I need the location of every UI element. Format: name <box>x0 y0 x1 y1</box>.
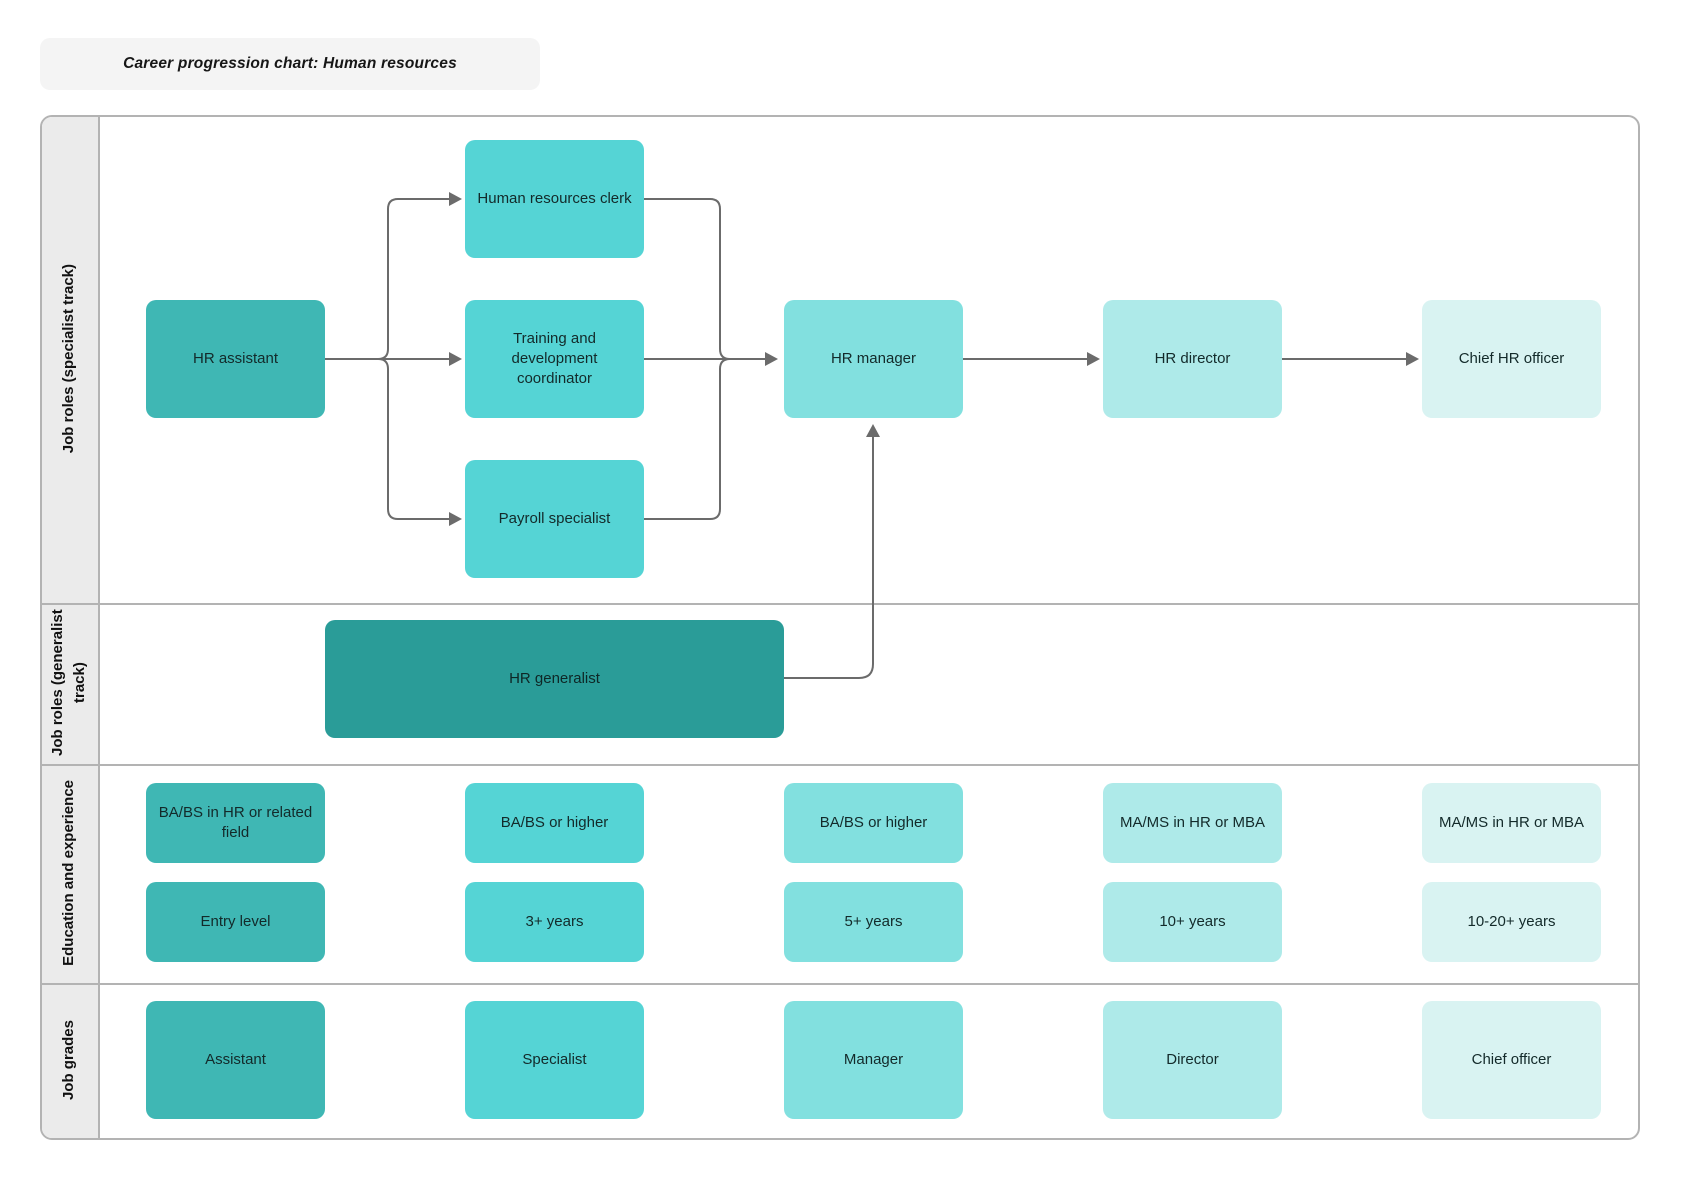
row-divider-1 <box>42 603 1638 605</box>
education-col2-degree: BA/BS or higher <box>465 783 644 863</box>
experience-col4: 10+ years <box>1103 882 1282 962</box>
education-col1-degree: BA/BS in HR or related field <box>146 783 325 863</box>
grade-manager: Manager <box>784 1001 963 1119</box>
chart-title: Career progression chart: Human resource… <box>123 55 457 72</box>
grade-specialist: Specialist <box>465 1001 644 1119</box>
row-divider-2 <box>42 764 1638 766</box>
node-hr-director: HR director <box>1103 300 1282 418</box>
chart-title-chip: Career progression chart: Human resource… <box>40 38 540 90</box>
row-divider-3 <box>42 983 1638 985</box>
grade-director: Director <box>1103 1001 1282 1119</box>
chart-frame <box>40 115 1640 1140</box>
node-chief-hr-officer: Chief HR officer <box>1422 300 1601 418</box>
experience-col3: 5+ years <box>784 882 963 962</box>
experience-col5: 10-20+ years <box>1422 882 1601 962</box>
node-payroll-specialist: Payroll specialist <box>465 460 644 578</box>
education-col4-degree: MA/MS in HR or MBA <box>1103 783 1282 863</box>
node-hr-manager: HR manager <box>784 300 963 418</box>
node-hr-generalist: HR generalist <box>325 620 784 738</box>
node-training-development-coordinator: Training and development coordinator <box>465 300 644 418</box>
grade-assistant: Assistant <box>146 1001 325 1119</box>
education-col5-degree: MA/MS in HR or MBA <box>1422 783 1601 863</box>
experience-col1: Entry level <box>146 882 325 962</box>
experience-col2: 3+ years <box>465 882 644 962</box>
row-label-column <box>42 117 100 1138</box>
grade-chief-officer: Chief officer <box>1422 1001 1601 1119</box>
node-hr-assistant: HR assistant <box>146 300 325 418</box>
education-col3-degree: BA/BS or higher <box>784 783 963 863</box>
node-human-resources-clerk: Human resources clerk <box>465 140 644 258</box>
